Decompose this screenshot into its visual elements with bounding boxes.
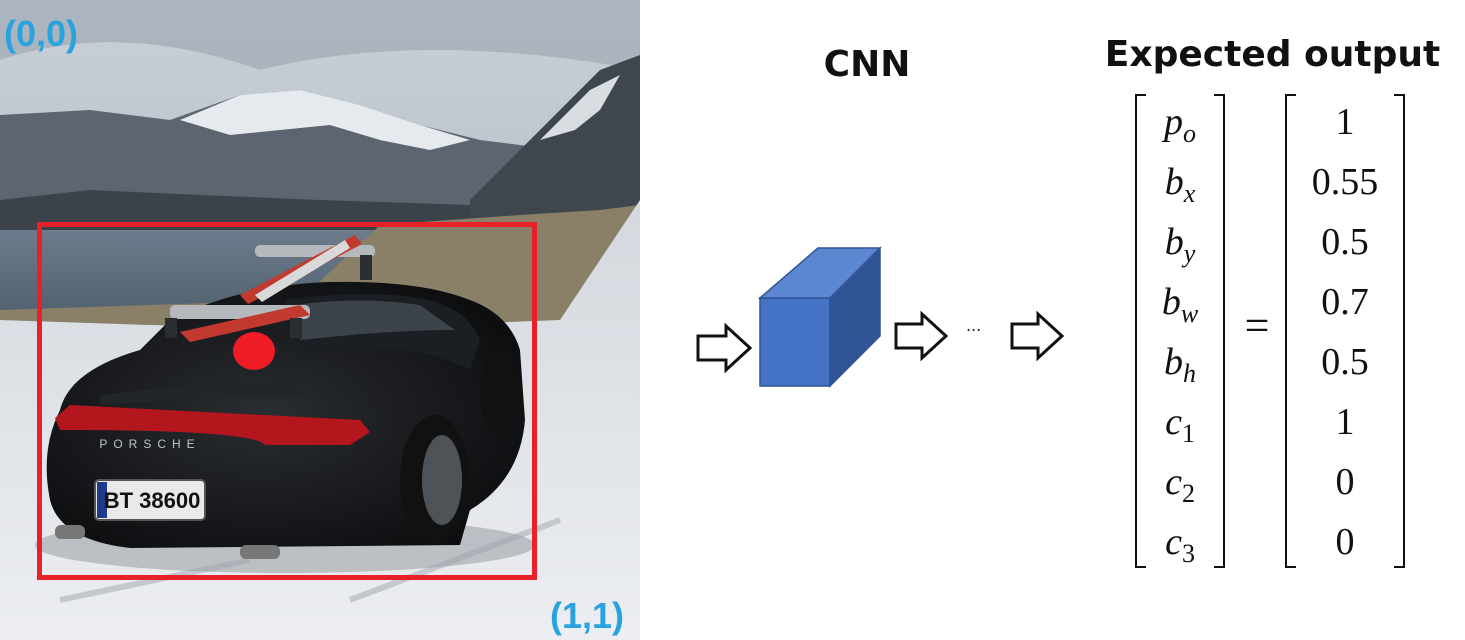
license-plate: BT 38600 bbox=[104, 488, 201, 513]
equals-sign: = bbox=[1244, 301, 1270, 350]
value-c3: 0 bbox=[1335, 521, 1355, 563]
coord-origin-label: (0,0) bbox=[4, 13, 79, 54]
input-arrow bbox=[696, 322, 753, 374]
cnn-cube-icon bbox=[757, 246, 882, 388]
coord-end-label: (1,1) bbox=[550, 595, 625, 636]
tail-light-bar bbox=[55, 405, 370, 445]
var-row-by: by bbox=[1164, 221, 1196, 268]
value-bx: 0.55 bbox=[1311, 161, 1379, 203]
car-photo: BT 38600 PORSCHE (0,0) (1,1) bbox=[0, 0, 640, 640]
box-center-dot bbox=[233, 332, 275, 370]
mountain-right-snow bbox=[540, 75, 620, 140]
cloud bbox=[0, 0, 640, 70]
ellipsis-label: ... bbox=[966, 316, 982, 335]
value-c2: 0 bbox=[1335, 461, 1355, 503]
mountain-snow-cap bbox=[180, 90, 470, 150]
brand-badge: PORSCHE bbox=[99, 437, 200, 451]
middle-arrow bbox=[894, 310, 949, 362]
expected-output-title: Expected output bbox=[1104, 34, 1441, 75]
var-row-c1: c1 bbox=[1165, 401, 1195, 448]
output-arrow bbox=[1010, 310, 1065, 362]
car: BT 38600 PORSCHE bbox=[35, 235, 535, 573]
variable-vector: po bx by bw bh c1 c2 c3 bbox=[1135, 92, 1225, 568]
value-by: 0.5 bbox=[1321, 221, 1369, 263]
value-po: 1 bbox=[1335, 101, 1355, 143]
cnn-label: CNN bbox=[823, 44, 911, 85]
right-bracket bbox=[1394, 94, 1405, 568]
bounding-box bbox=[37, 222, 537, 580]
left-bracket bbox=[1285, 94, 1296, 568]
var-row-bh: bh bbox=[1164, 341, 1196, 388]
value-vector: 1 0.55 0.5 0.7 0.5 1 0 0 bbox=[1285, 92, 1405, 568]
var-row-bw: bw bbox=[1161, 281, 1199, 328]
var-row-c3: c3 bbox=[1165, 521, 1195, 568]
left-bracket bbox=[1135, 94, 1146, 568]
cnn-flow-diagram bbox=[696, 246, 1065, 388]
var-row-po: po bbox=[1164, 101, 1196, 148]
var-row-c2: c2 bbox=[1165, 461, 1195, 508]
var-row-bx: bx bbox=[1164, 161, 1196, 208]
value-c1: 1 bbox=[1335, 401, 1355, 443]
value-bw: 0.7 bbox=[1321, 281, 1369, 323]
expected-output-equation: po bx by bw bh c1 c2 c3 = 1 0.55 0.5 0.7… bbox=[1125, 92, 1415, 572]
photo-scene: BT 38600 PORSCHE bbox=[0, 0, 640, 640]
value-bh: 0.5 bbox=[1321, 341, 1369, 383]
right-bracket bbox=[1214, 94, 1225, 568]
